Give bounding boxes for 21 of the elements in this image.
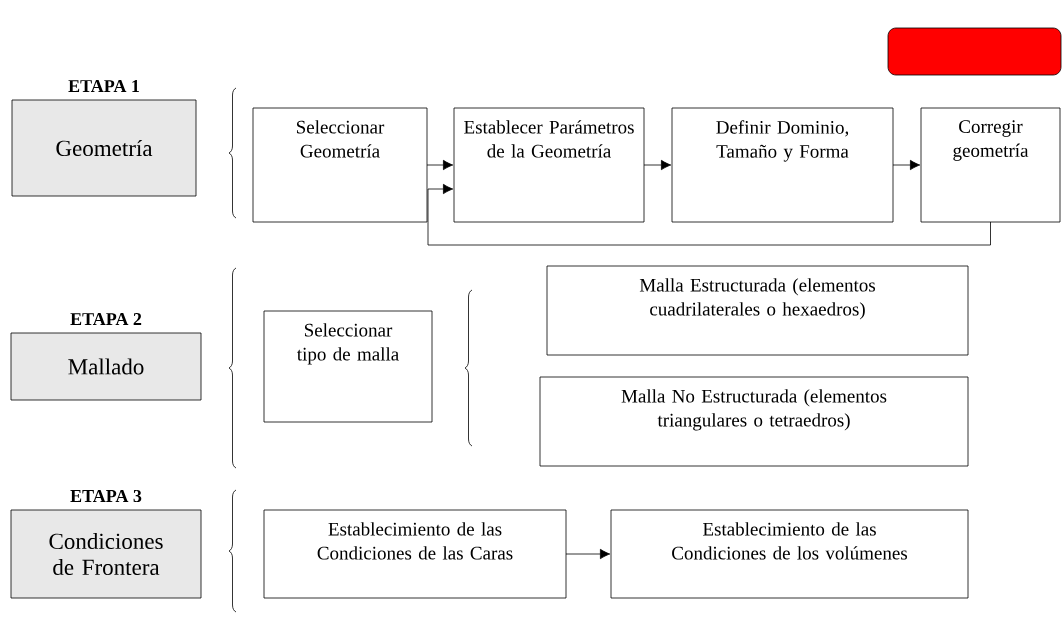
empty-box xyxy=(887,27,1062,76)
process-box: Corregir geometría xyxy=(920,107,1061,223)
arrow xyxy=(426,159,454,171)
process-box: Malla No Estructurada (elementos triangulares o tetraedros) xyxy=(539,376,969,467)
stage-box: Condiciones de Frontera xyxy=(10,509,202,599)
arrow xyxy=(565,548,611,560)
process-box: Establecimiento de las Condiciones de las Caras xyxy=(263,509,567,599)
arrow xyxy=(427,183,991,246)
stage-heading: ETAPA 2 xyxy=(70,313,142,325)
process-box: Seleccionar tipo de malla xyxy=(263,310,433,423)
stage-heading: ETAPA 3 xyxy=(70,489,142,503)
process-box: Establecimiento de las Condiciones de los volúmenes xyxy=(610,509,969,599)
stage-heading: ETAPA 1 xyxy=(68,80,139,92)
process-box: Definir Dominio, Tamaño y Forma xyxy=(671,107,894,223)
arrow xyxy=(892,159,921,171)
stage-box: Mallado xyxy=(10,332,202,401)
arrow xyxy=(643,159,672,171)
process-box: Establecer Parámetros de la Geometría xyxy=(453,107,645,223)
stage-box: Geometría xyxy=(11,99,197,197)
process-box: Seleccionar Geometría xyxy=(252,107,428,223)
process-box: Malla Estructurada (elementos cuadrilaterales o hexaedros) xyxy=(546,265,969,356)
